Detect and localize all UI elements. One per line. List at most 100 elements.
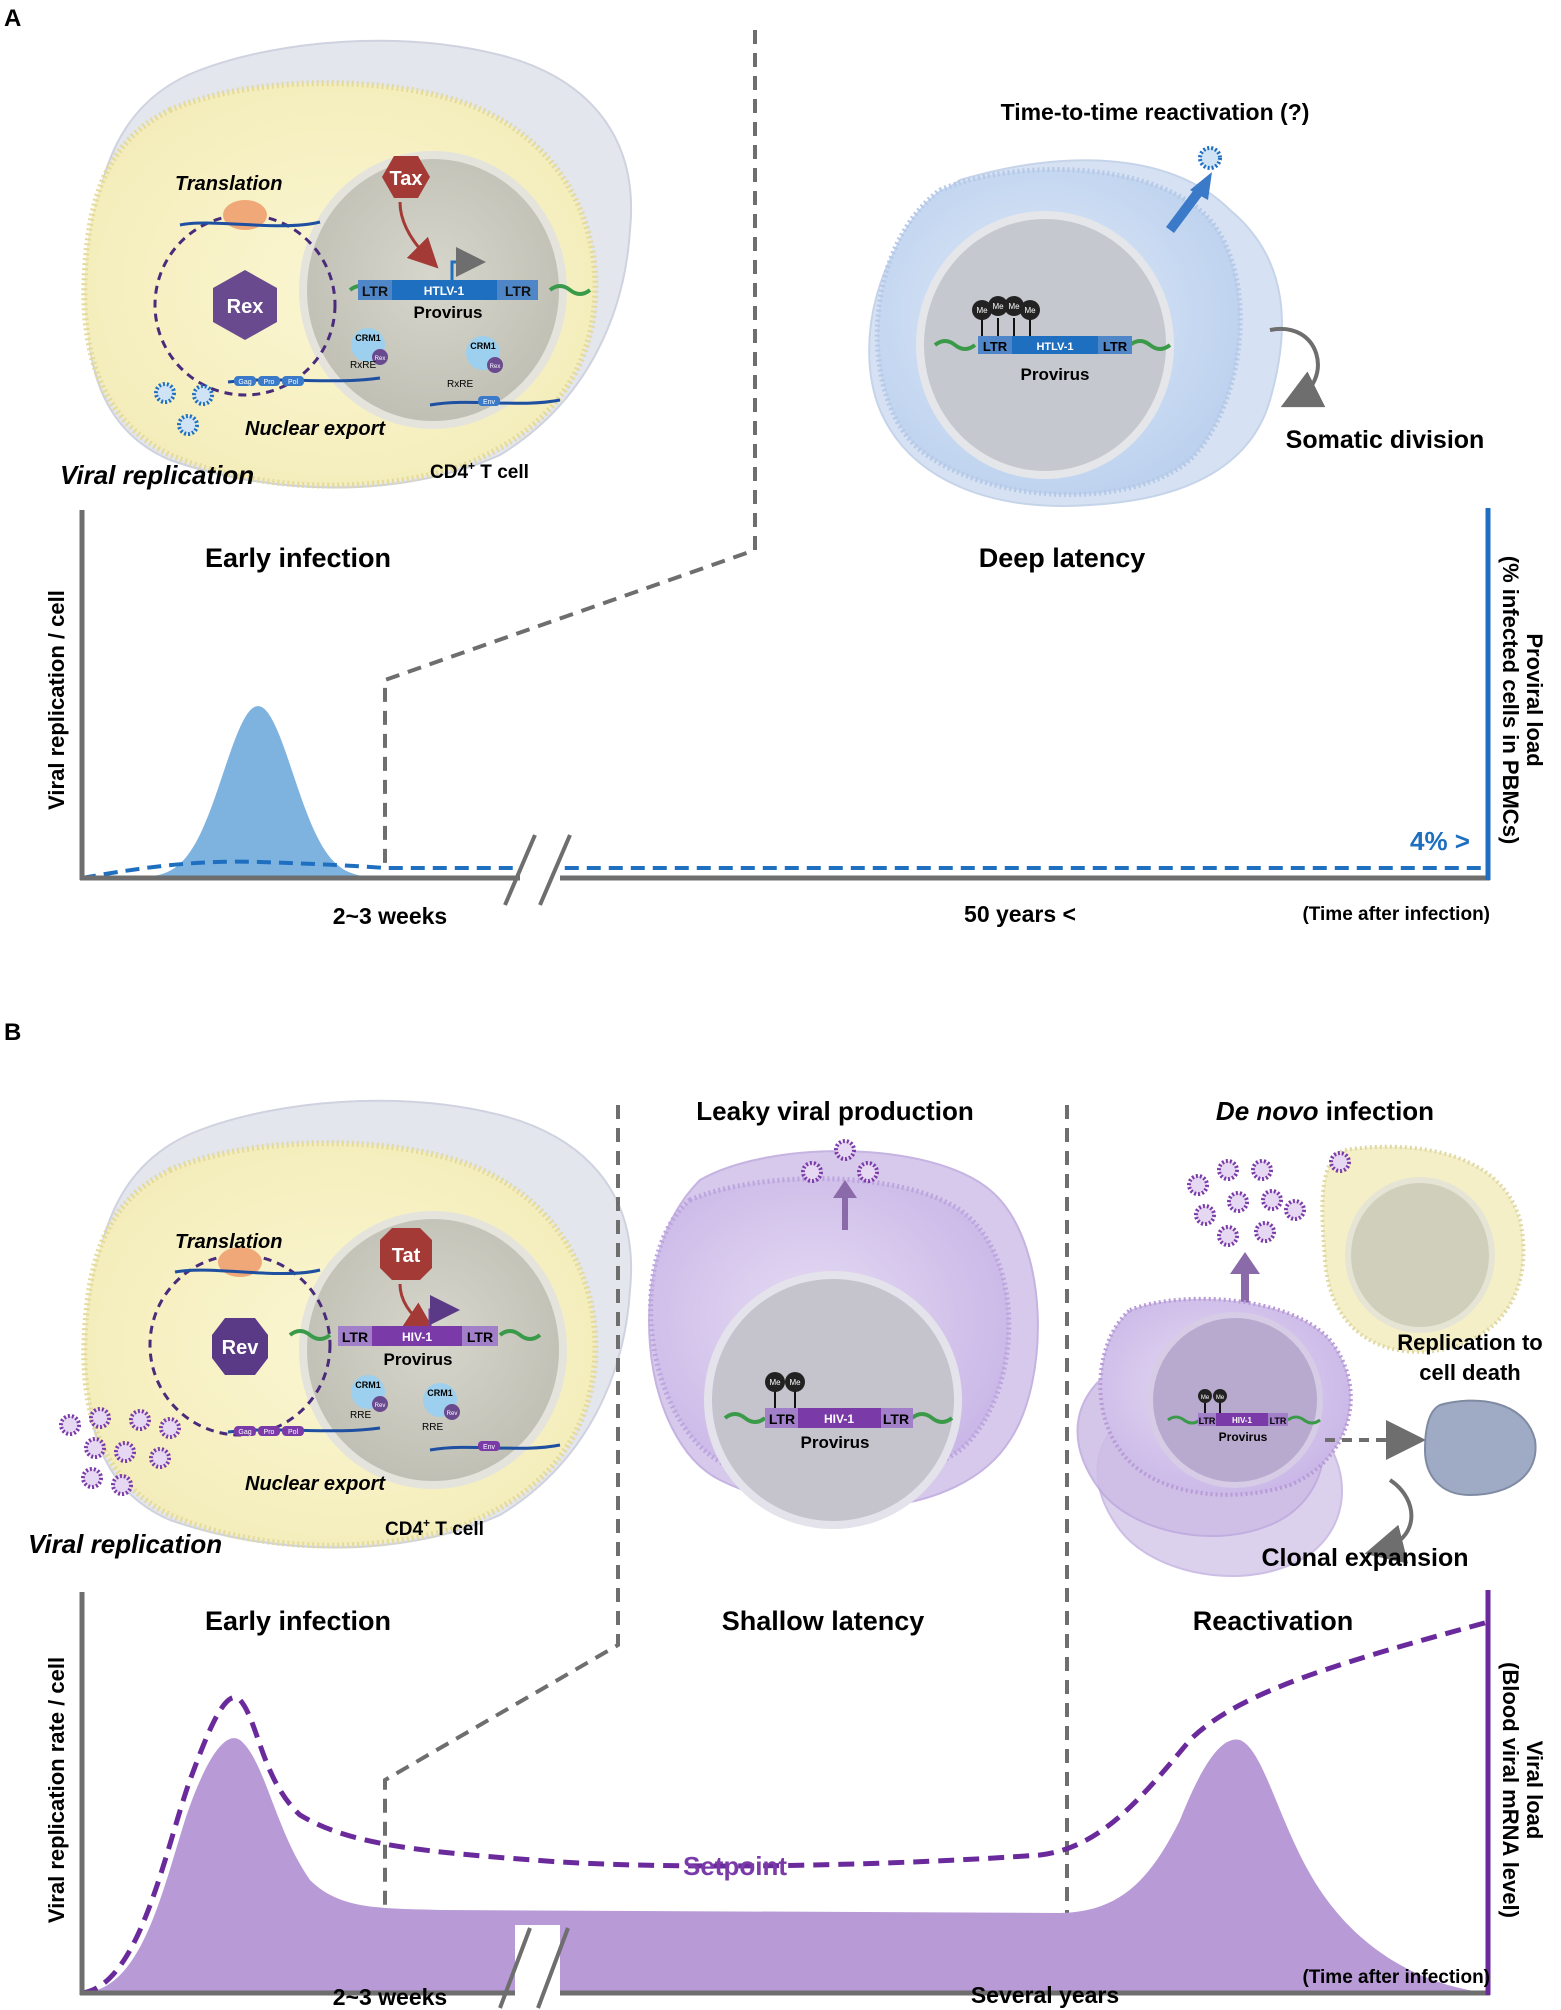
early-infected-cell-a: Translation Rex Tax LTR HTLV-1 LTR Provi… [60, 39, 633, 490]
crm1-label-1: CRM1 [355, 333, 381, 343]
reactivated-ltr-right: LTR [1270, 1416, 1287, 1426]
pol-label: Pol [288, 1429, 299, 1436]
phase-latency-a: Deep latency [979, 543, 1146, 573]
axis-break-gap-a [520, 860, 560, 900]
virion-icons-a [154, 382, 214, 436]
provirus-label: Provirus [414, 303, 483, 322]
reactivation-label: Time-to-time reactivation (?) [1001, 99, 1310, 125]
x-tick-b-1: 2~3 weeks [333, 1984, 447, 2010]
transcription-start-arrow [450, 247, 486, 280]
reactivated-provirus-genome [1216, 1413, 1268, 1426]
pro-label: Pro [264, 379, 275, 386]
me-mark-1: Me [769, 1378, 781, 1387]
viral-load-line-b [81, 1619, 1489, 1996]
tax-activation-arrow [398, 201, 439, 269]
rre-label-2: RRE [422, 1422, 443, 1433]
panel-b-label: B [4, 1019, 21, 1046]
shallow-provirus-genome [798, 1408, 881, 1428]
axis-break-mark-a-2 [538, 834, 572, 906]
crm1-label-1: CRM1 [355, 1380, 381, 1390]
ltr-left-label: LTR [342, 1329, 368, 1345]
gag-label: Gag [238, 1429, 251, 1436]
proviral-load-line-a [81, 859, 1488, 880]
chart-a: Early infection Deep latency Viral repli… [44, 508, 1547, 929]
y-label-left-a: Viral replication / cell [44, 590, 69, 810]
latent-htlv-label: HTLV-1 [1036, 341, 1073, 353]
phase-shallow-b: Shallow latency [722, 1606, 925, 1636]
latent-provirus-genome [1012, 336, 1098, 354]
y-label-left-b: Viral replication rate / cell [44, 1657, 69, 1923]
phase-early-b: Early infection [205, 1606, 391, 1636]
target-nucleus [1345, 1177, 1495, 1333]
shallow-latent-cell-b: Leaky viral production LTR HIV-1 LTR Pro… [648, 1096, 1039, 1529]
tax-label: Tax [390, 168, 423, 190]
virion-icons-b [59, 1407, 181, 1496]
reactivated-cell-cluster-b: De novo infection [1076, 1096, 1543, 1577]
reactivated-provirus-label: Provirus [1219, 1430, 1268, 1444]
nucleus [299, 1211, 567, 1489]
leaky-arrow-head [833, 1180, 857, 1198]
rev-octagon-icon [212, 1318, 268, 1375]
rex-small-icon-2 [487, 357, 503, 373]
provirus-genome [372, 1326, 462, 1346]
panel-a: A Translation Rex Tax LTR HTLV-1 LTR [4, 5, 1547, 929]
pro-box [258, 376, 280, 386]
phase-reactivation-b: Reactivation [1193, 1606, 1354, 1636]
chart-b: Early infection Shallow latency Reactiva… [44, 1590, 1547, 2010]
rex-small-icon-1 [372, 349, 388, 365]
hiv-provirus-label: HIV-1 [402, 1330, 432, 1344]
nuclear-export-label: Nuclear export [245, 1473, 386, 1495]
rex-label: Rex [227, 296, 264, 318]
rre-label-1: RRE [350, 1410, 371, 1421]
axis-break-mark-a-1 [503, 834, 537, 906]
ltr-right-label: LTR [467, 1329, 493, 1345]
load-annotation-a: 4% > [1410, 826, 1470, 856]
pro-box [258, 1426, 280, 1436]
nuclear-export-label: Nuclear export [245, 418, 386, 440]
clonal-expansion-arrow [1364, 1478, 1414, 1564]
panel-b: B Translation Rev Tat LTR HIV-1 LTR Prov… [4, 1019, 1547, 2010]
provirus-label: Provirus [384, 1350, 453, 1369]
latent-ltr-left: LTR [983, 339, 1008, 354]
axis-break-mark-b-2 [536, 1927, 570, 2009]
clonal-expansion-label: Clonal expansion [1262, 1544, 1469, 1572]
me-mark-2: Me [1216, 1395, 1225, 1401]
pol-label: Pol [288, 379, 299, 386]
reactivated-ltr-left: LTR [1199, 1416, 1216, 1426]
me-mark-1: Me [1201, 1395, 1210, 1401]
replication-curve-a [82, 706, 380, 878]
env-label: Env [483, 1444, 496, 1451]
setpoint-label: Setpoint [683, 1851, 787, 1881]
dna-helix-right-icon [498, 1329, 542, 1341]
y-label-right-b-1: Viral load [1522, 1741, 1547, 1840]
shallow-ltr-right: LTR [883, 1411, 909, 1427]
de-novo-label: De novo infection [1216, 1096, 1434, 1126]
rxre-label-1: RxRE [350, 360, 376, 371]
rev-small-icon-2 [444, 1404, 460, 1420]
x-tick-a-1: 2~3 weeks [333, 903, 447, 929]
latent-ltr-right: LTR [1103, 339, 1128, 354]
methylation-marks-b: Me Me [765, 1372, 805, 1408]
y-label-right-b-2: (Blood viral mRNA level) [1498, 1662, 1523, 1918]
translation-label: Translation [175, 1231, 282, 1253]
release-arrow-head [1230, 1252, 1260, 1274]
shallow-hiv-label: HIV-1 [824, 1412, 854, 1426]
y-label-right-a-1: Proviral load [1522, 633, 1547, 766]
reactivation-arrow-shaft [1166, 187, 1204, 233]
leaky-production-label: Leaky viral production [696, 1096, 973, 1126]
dna-helix-left-icon [933, 339, 977, 351]
infecting-virion-icon [1329, 1151, 1351, 1173]
leaky-virions [801, 1139, 879, 1183]
replication-death-label-1: Replication to [1397, 1330, 1542, 1355]
me-mark-1: Me [976, 306, 988, 315]
translation-label: Translation [175, 173, 282, 195]
dna-helix-right-icon [1287, 1415, 1321, 1425]
x-tick-b-2: Several years [971, 1982, 1119, 2008]
tax-hexagon-icon [382, 156, 430, 198]
methylation-marks-reactivated: Me Me [1198, 1389, 1227, 1413]
me-mark-2: Me [992, 302, 1004, 311]
provirus-genome [392, 280, 497, 300]
ltr-left-label: LTR [362, 283, 388, 299]
dna-helix-right-icon [910, 1412, 954, 1424]
